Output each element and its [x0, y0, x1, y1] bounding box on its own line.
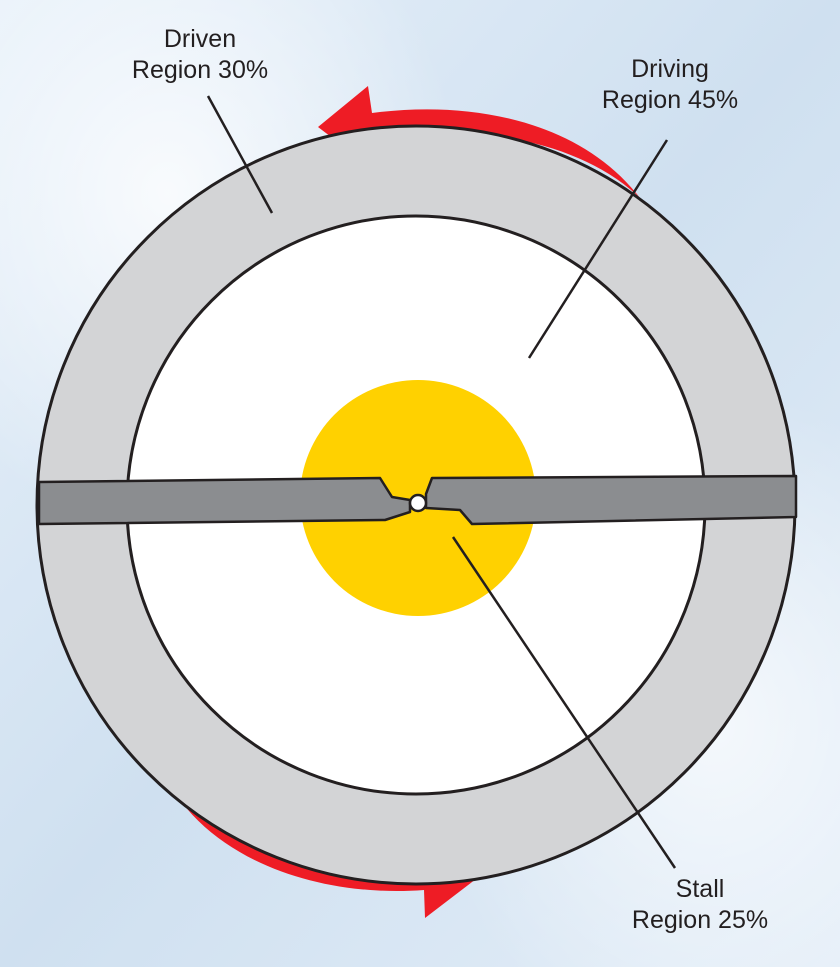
rotor-hub: [408, 493, 428, 513]
stall-leader-line: [451, 536, 677, 869]
stall-region-label-line1: Stall: [675, 875, 725, 903]
driven-region-label-line2: Region 30%: [131, 56, 269, 84]
driving-region-label-line2: Region 45%: [601, 86, 739, 114]
driving-region-label: Driving Region 45%: [565, 54, 775, 116]
rotation-arrow-top-icon: [318, 86, 640, 198]
stall-region-label: Stall Region 25%: [595, 874, 805, 936]
rotor-blade-left: [37, 476, 412, 526]
driving-leader-line: [527, 139, 669, 359]
stall-region-label-line2: Region 25%: [631, 906, 769, 934]
driven-leader-line: [206, 95, 274, 214]
rotor-blade-right: [424, 474, 798, 526]
driving-region-label-line1: Driving: [631, 55, 709, 83]
driven-region-label: Driven Region 30%: [95, 24, 305, 86]
driven-region-label-line1: Driven: [163, 25, 237, 53]
